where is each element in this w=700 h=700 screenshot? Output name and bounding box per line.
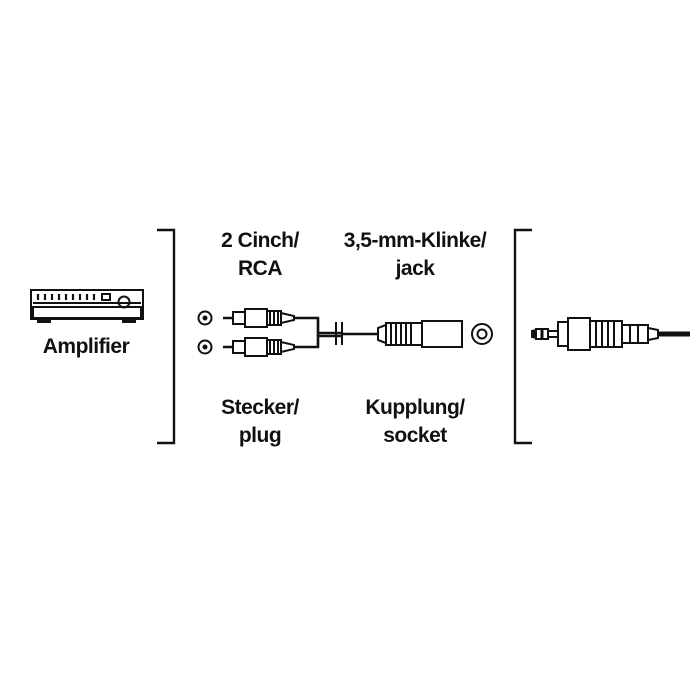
y-cable [294, 316, 378, 349]
amplifier-icon [30, 289, 144, 323]
label-2-cinch: 2 Cinch/ [221, 229, 299, 252]
jack-coupling-icon [377, 320, 463, 348]
label-socket: socket [383, 424, 447, 447]
left-bracket [157, 228, 176, 445]
rca-plug-icon [223, 308, 295, 357]
label-rca: RCA [238, 257, 282, 280]
jack-plug-icon [531, 317, 690, 351]
right-bracket [513, 228, 532, 445]
jack-port-icon [471, 323, 493, 345]
label-kupplung: Kupplung/ [365, 396, 465, 419]
amplifier-label: Amplifier [43, 335, 130, 358]
label-stecker: Stecker/ [221, 396, 299, 419]
label-plug: plug [239, 424, 281, 447]
label-klinke: 3,5-mm-Klinke/ [344, 229, 487, 252]
label-jack: jack [395, 257, 436, 280]
rca-socket-icon [197, 310, 213, 355]
